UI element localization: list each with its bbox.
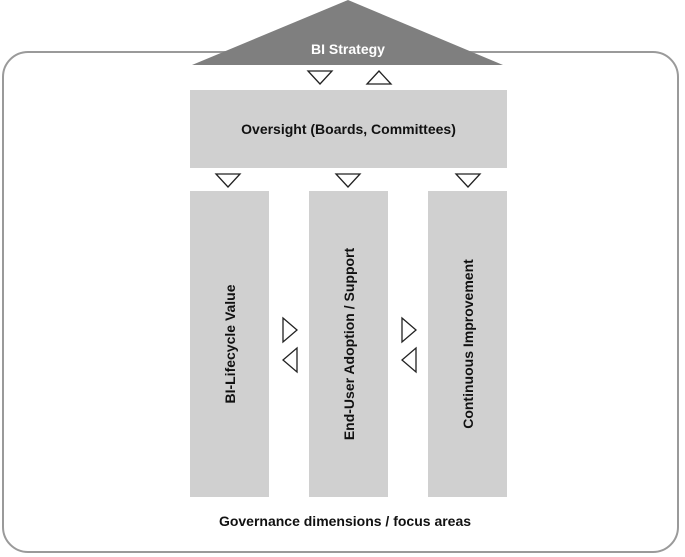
arrow-up-icon [365,70,393,85]
oversight-box: Oversight (Boards, Committees) [190,90,507,168]
arrow-down-icon [334,173,362,188]
pillar-bi-lifecycle-value: BI-Lifecycle Value [190,191,269,497]
arrow-right-icon [401,316,417,344]
arrow-left-icon [282,346,298,374]
arrow-down-icon [454,173,482,188]
footer-label: Governance dimensions / focus areas [218,513,472,529]
roof-triangle [192,0,503,65]
arrow-down-icon [306,70,334,85]
pillar-continuous-improvement: Continuous Improvement [428,191,507,497]
arrow-left-icon [401,346,417,374]
pillar-label: End-User Adoption / Support [340,247,357,441]
pillar-end-user-adoption: End-User Adoption / Support [309,191,388,497]
arrow-down-icon [214,173,242,188]
oversight-label: Oversight (Boards, Committees) [241,121,456,137]
pillar-label: Continuous Improvement [459,259,476,429]
strategy-label: BI Strategy [311,41,385,57]
arrow-right-icon [282,316,298,344]
pillar-label: BI-Lifecycle Value [221,284,238,404]
